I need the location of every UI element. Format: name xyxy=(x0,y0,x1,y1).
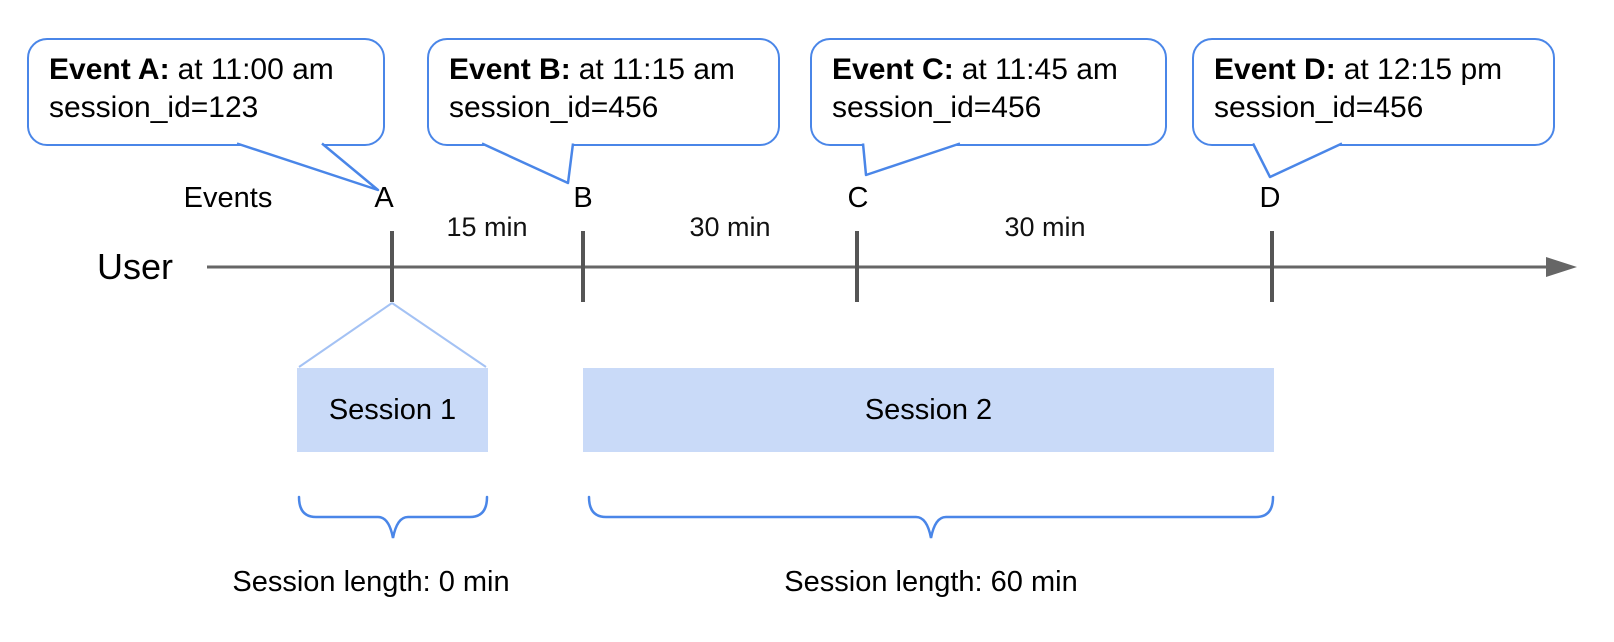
event-d-line1: Event D:at 12:15 pm xyxy=(1214,51,1533,89)
event-a-line1: Event A:at 11:00 am xyxy=(49,51,363,89)
event-c-callout: Event C:at 11:45 am session_id=456 xyxy=(810,38,1167,146)
events-row-label: Events xyxy=(183,182,273,214)
event-b-title: Event B: xyxy=(449,53,571,86)
event-c-time: at 11:45 am xyxy=(961,53,1118,86)
event-d-time: at 12:15 pm xyxy=(1343,53,1503,86)
user-lane-label: User xyxy=(97,246,174,287)
session-2-length-brace xyxy=(587,495,1275,539)
event-d-callout: Event D:at 12:15 pm session_id=456 xyxy=(1192,38,1555,146)
session-2-label: Session 2 xyxy=(864,393,993,426)
event-c-title: Event C: xyxy=(832,53,954,86)
event-a-callout: Event A:at 11:00 am session_id=123 xyxy=(27,38,385,146)
event-d-title: Event D: xyxy=(1214,53,1336,86)
event-a-title: Event A: xyxy=(49,53,170,86)
event-c-session-id: session_id=456 xyxy=(832,91,1042,124)
timeline-arrow-icon xyxy=(1546,257,1577,277)
session-2-box: Session 2 xyxy=(583,368,1274,452)
session-1-funnel-right-line xyxy=(391,302,487,368)
session-1-box: Session 1 xyxy=(297,368,488,452)
event-b-line1: Event B:at 11:15 am xyxy=(449,51,758,89)
event-c-line1: Event C:at 11:45 am xyxy=(832,51,1145,89)
event-d-session-id: session_id=456 xyxy=(1214,91,1424,124)
session-2-length-label: Session length: 60 min xyxy=(784,566,1078,598)
event-d-callout-tail xyxy=(1251,142,1343,179)
interval-c-d-label: 30 min xyxy=(1004,212,1086,242)
event-a-session-id: session_id=123 xyxy=(49,91,259,124)
event-b-time: at 11:15 am xyxy=(578,53,735,86)
event-c-callout-tail xyxy=(861,142,961,177)
event-c-letter: C xyxy=(847,182,869,214)
event-d-letter: D xyxy=(1259,182,1281,214)
session-1-label: Session 1 xyxy=(328,393,457,426)
event-b-letter: B xyxy=(573,182,593,214)
session-1-funnel-left-line xyxy=(298,302,393,368)
interval-b-c-label: 30 min xyxy=(689,212,771,242)
session-1-length-label: Session length: 0 min xyxy=(232,566,510,598)
event-b-callout-tail xyxy=(481,142,575,185)
interval-a-b-label: 15 min xyxy=(446,212,528,242)
event-b-session-id: session_id=456 xyxy=(449,91,659,124)
session-1-length-brace xyxy=(297,495,489,539)
event-a-letter: A xyxy=(374,182,394,214)
event-a-time: at 11:00 am xyxy=(177,53,334,86)
event-b-callout: Event B:at 11:15 am session_id=456 xyxy=(427,38,780,146)
